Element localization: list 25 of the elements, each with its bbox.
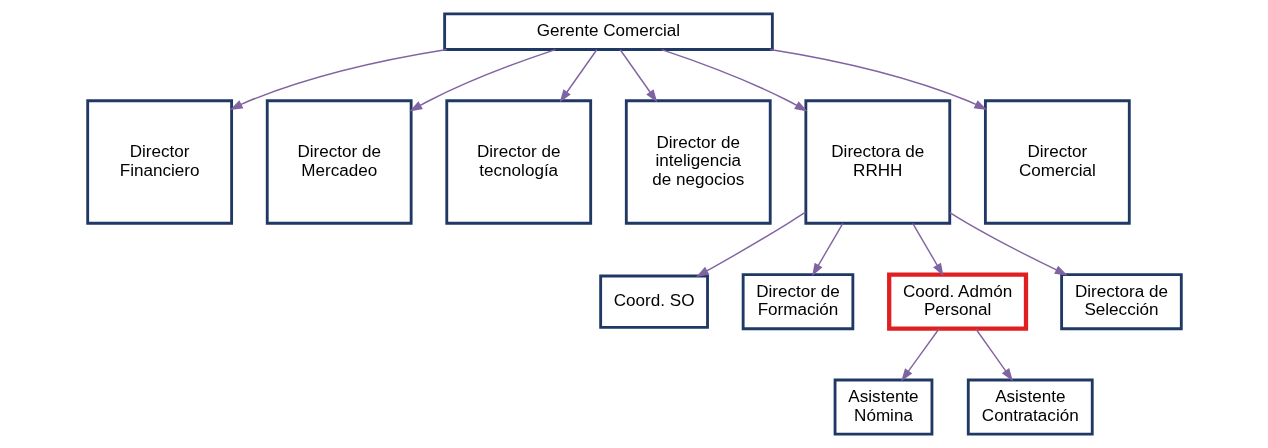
node-box: Asistente Nómina (833, 378, 933, 436)
arrow (409, 48, 556, 112)
arrow (619, 49, 657, 103)
arrow (695, 211, 806, 278)
arrow (660, 48, 807, 112)
arrow (811, 222, 843, 277)
node-box: Director de Formación (741, 273, 854, 331)
arrow (229, 48, 447, 110)
node-box: Asistente Contratación (966, 378, 1094, 436)
node-box: Director de tecnología (444, 99, 592, 225)
arrow (948, 211, 1068, 276)
node-box: Director Financiero (85, 99, 233, 225)
node-box: Directora de Selección (1059, 273, 1183, 331)
node-box: Coord. Admón Personal (886, 272, 1028, 331)
arrow (900, 328, 940, 382)
node-box: Gerente Comercial (442, 12, 774, 51)
node-box: Directora de RRHH (803, 99, 951, 225)
arrow (559, 49, 597, 103)
node-box: Director de inteligencia de negocios (624, 99, 772, 225)
arrow (768, 48, 987, 110)
node-box: Coord. SO (598, 274, 709, 329)
arrow (974, 328, 1013, 382)
node-box: Director Comercial (983, 99, 1131, 225)
node-box: Director de Mercadeo (265, 99, 413, 225)
arrow (911, 222, 943, 277)
